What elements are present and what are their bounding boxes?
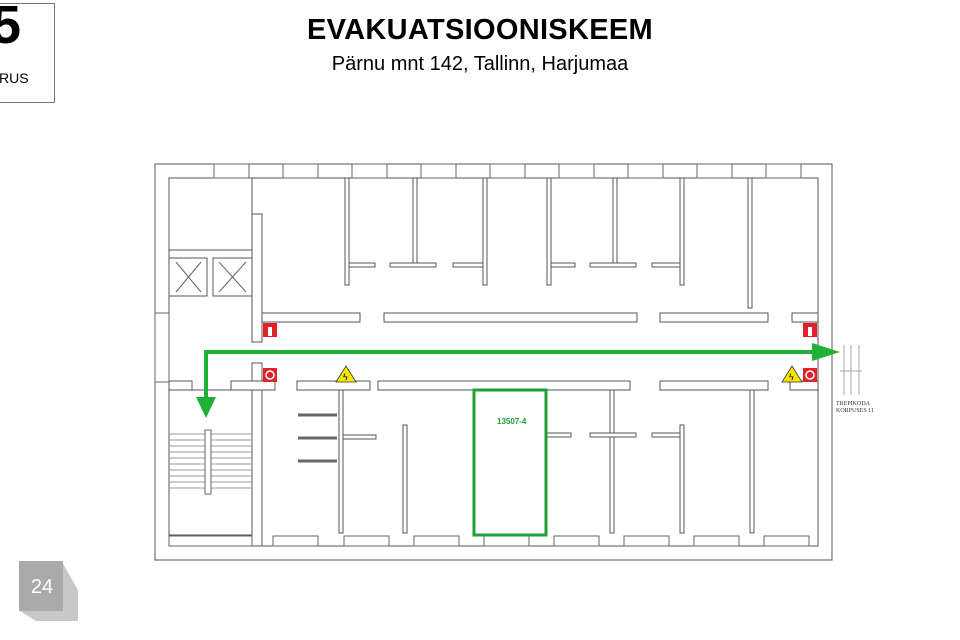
- stairway-label-2: KORPUSES 11: [836, 408, 874, 414]
- floor-indicator: 5 RUS: [0, 0, 55, 103]
- fire-extinguisher-icon: [803, 323, 817, 337]
- page-number-badge: 24: [19, 561, 78, 621]
- fire-hose-icon: [803, 368, 817, 382]
- highlighted-room[interactable]: [472, 388, 548, 537]
- fire-extinguisher-icon: [263, 323, 277, 337]
- windows: [154, 163, 862, 547]
- svg-text:ϟ: ϟ: [789, 372, 794, 382]
- room-number: 13507-4: [497, 417, 527, 426]
- fire-hose-icon: [263, 368, 277, 382]
- svg-text:ϟ: ϟ: [343, 372, 348, 382]
- floor-number: 5: [0, 0, 22, 55]
- stairway-label-1: TREPIKODA: [836, 401, 871, 407]
- page-number: 24: [31, 576, 53, 598]
- electrical-hazard-icon: ϟ: [335, 365, 357, 383]
- address: Pärnu mnt 142, Tallinn, Harjumaa: [331, 53, 629, 75]
- walls: [154, 163, 833, 561]
- page-title: EVAKUATSIOONISKEEM: [307, 14, 653, 46]
- evacuation-arrow-icon: [196, 343, 840, 418]
- electrical-hazard-icon: ϟ: [781, 365, 803, 383]
- floor-label: RUS: [0, 70, 29, 86]
